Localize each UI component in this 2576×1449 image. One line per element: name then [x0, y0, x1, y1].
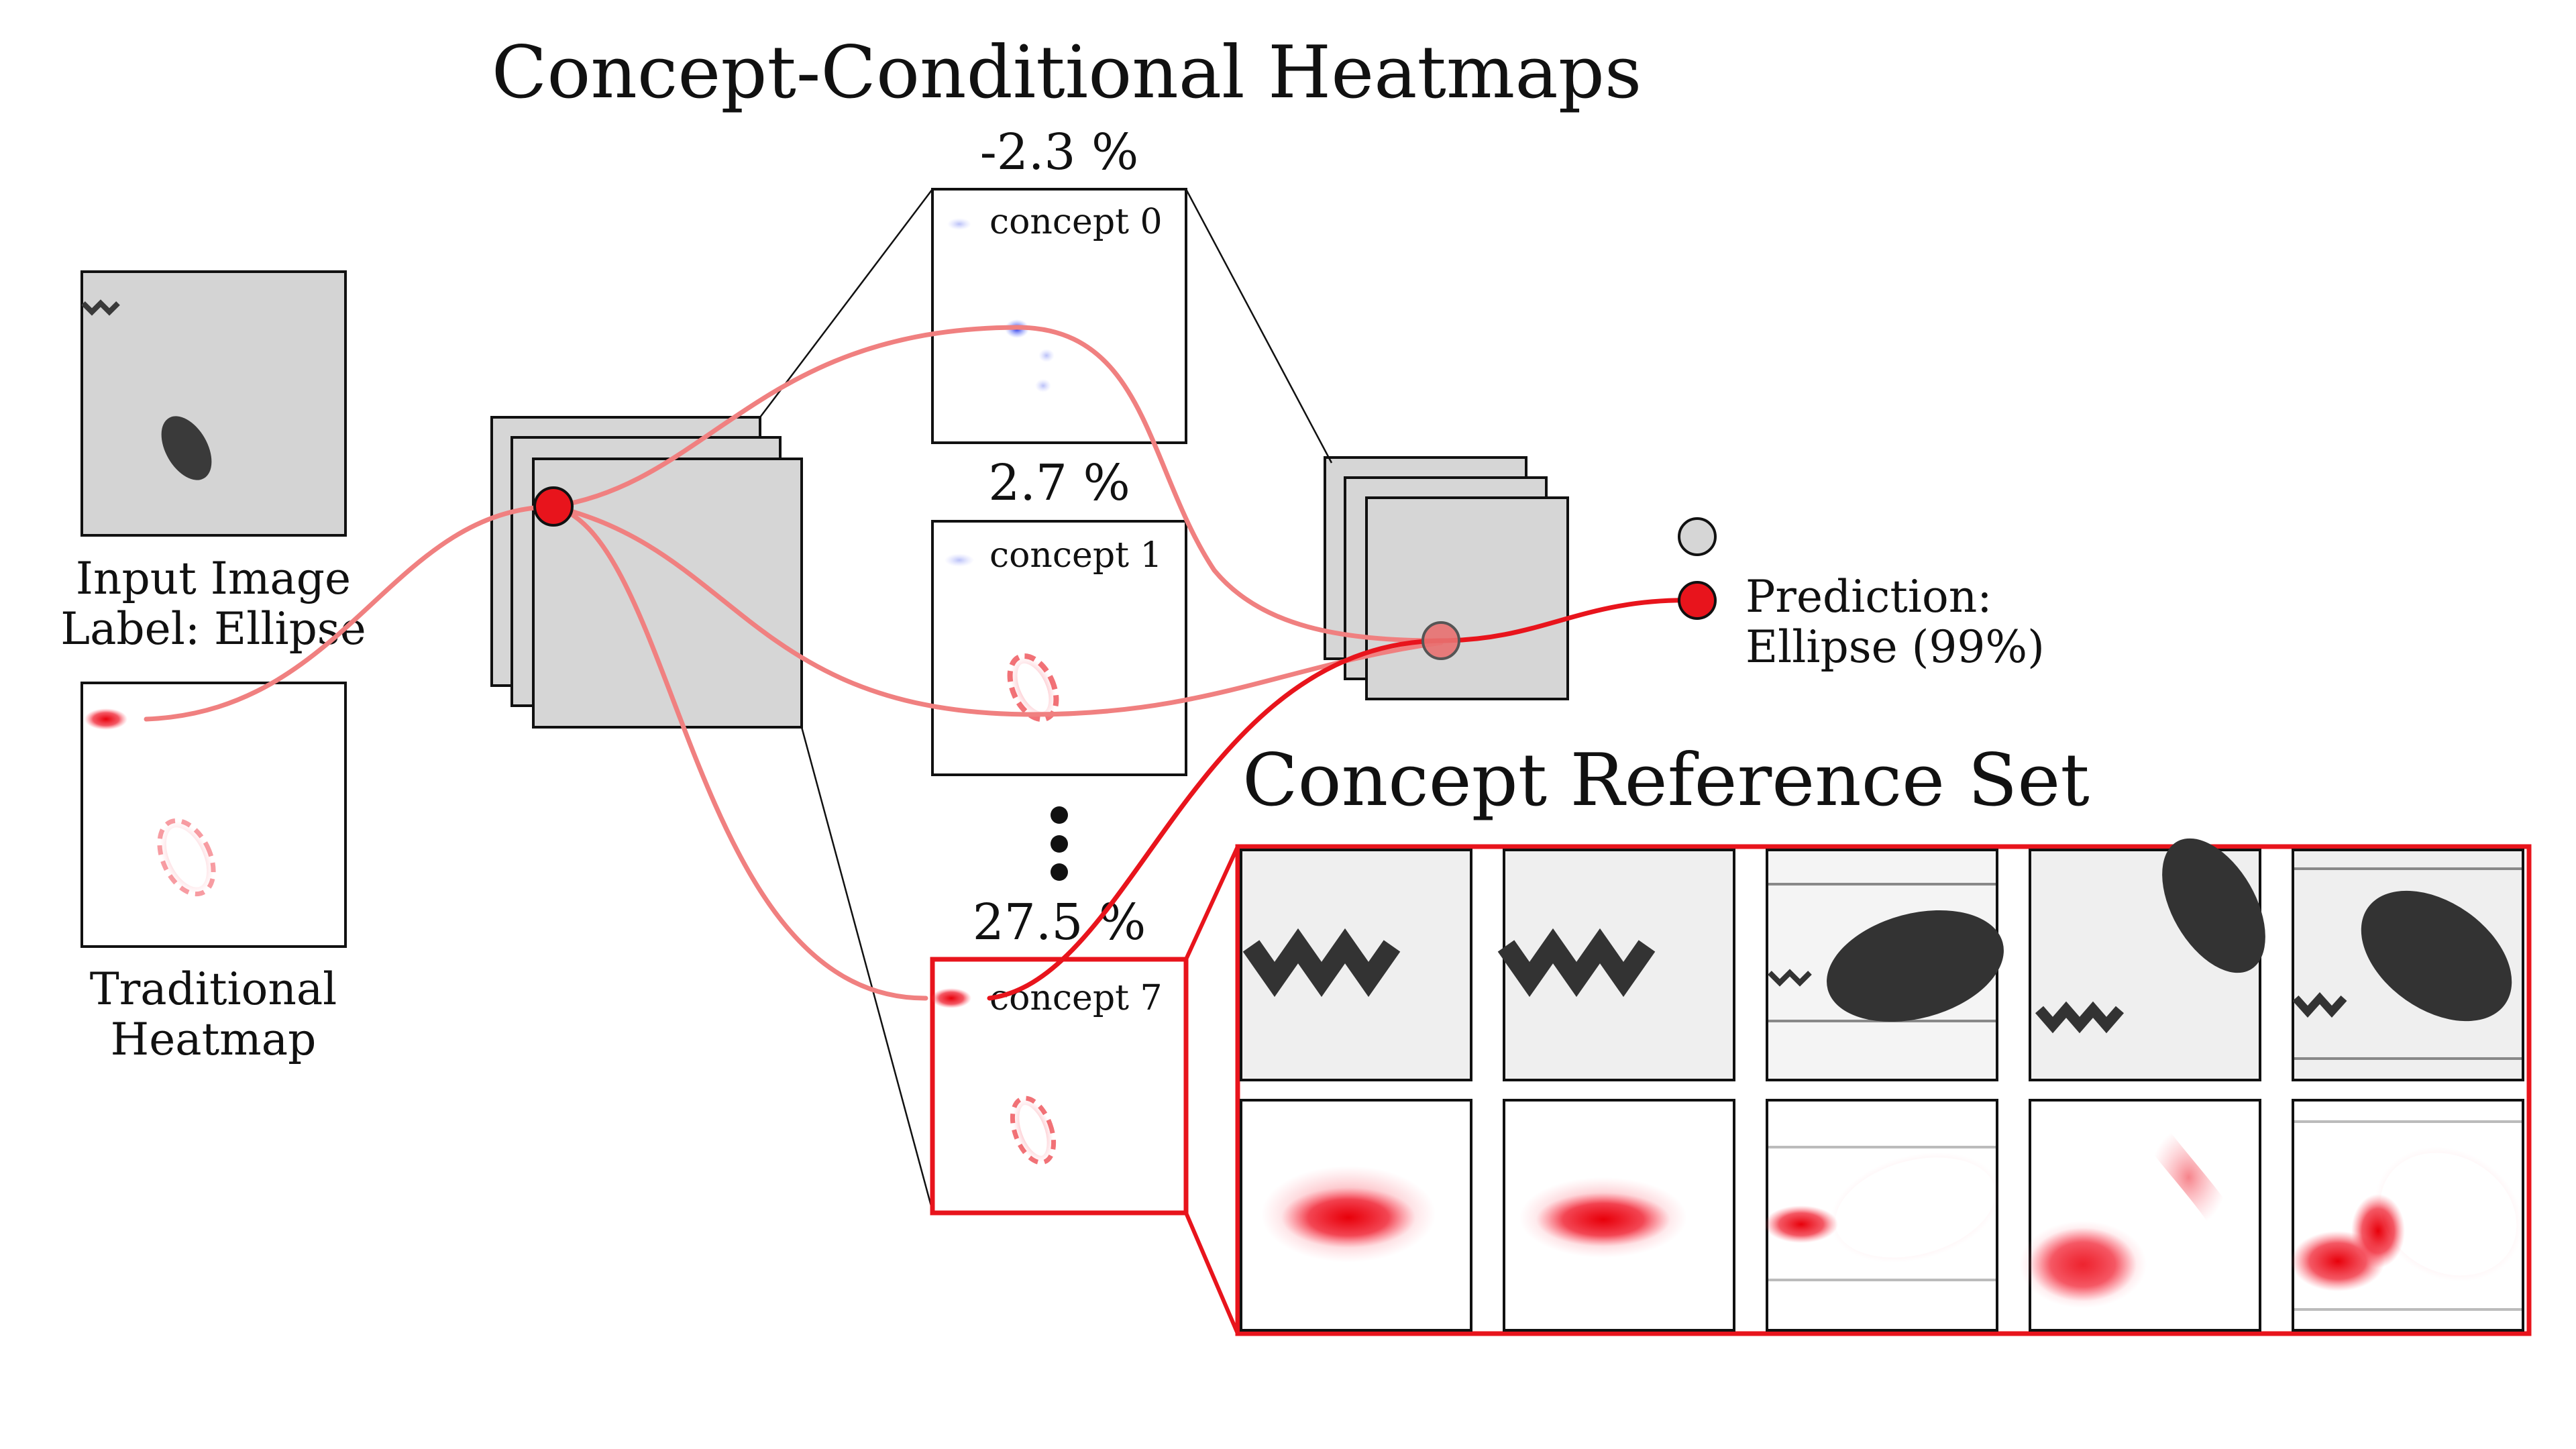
reference-image-5[interactable] — [2292, 849, 2536, 1081]
concept-0-label: concept 0 — [989, 202, 1163, 242]
reference-image-3[interactable] — [1766, 849, 2017, 1081]
class-node-ellipse[interactable] — [1678, 581, 1717, 620]
input-label-line1: Input Image — [76, 553, 351, 604]
input-image — [80, 270, 347, 537]
highlight-flows — [987, 598, 1700, 1001]
concept-panel-7[interactable] — [930, 957, 1189, 1216]
reference-heatmap-4[interactable] — [2019, 1099, 2261, 1332]
flow-output-to-prediction — [1438, 598, 1700, 643]
reference-heatmap-2[interactable] — [1503, 1099, 1735, 1332]
flow-concept-0-to-output — [1014, 325, 1444, 643]
concept-1-percent: 2.7 % — [988, 454, 1130, 512]
traditional-label-line1: Traditional — [90, 963, 337, 1015]
reference-image-1[interactable] — [1240, 849, 1472, 1081]
concept-7-label: concept 7 — [989, 978, 1163, 1018]
flow-concept-1-to-output — [1030, 640, 1444, 717]
flow-stack-to-concept-0 — [551, 325, 1020, 509]
reference-heatmap-1[interactable] — [1240, 1099, 1472, 1332]
zigzag-shape — [81, 299, 120, 316]
main-title: Concept-Conditional Heatmaps — [492, 31, 1642, 115]
projection-lines — [759, 189, 1333, 1212]
ellipse-shape — [161, 416, 212, 480]
flow-stack-to-concept-7 — [551, 504, 928, 1001]
reference-image-4[interactable] — [2029, 821, 2287, 1081]
reference-set-title: Concept Reference Set — [1242, 739, 2090, 822]
reference-heatmap-5[interactable] — [2291, 1099, 2547, 1332]
output-neuron-node[interactable] — [1421, 621, 1460, 660]
traditional-label-line2: Heatmap — [111, 1014, 317, 1065]
reference-image-2[interactable] — [1497, 849, 1735, 1081]
input-label-line2: Label: Ellipse — [60, 603, 366, 655]
reference-heatmap-3[interactable] — [1764, 1099, 2013, 1332]
feature-stack-left — [490, 416, 803, 729]
prediction-label-line1: Prediction: — [1746, 571, 1992, 623]
reference-connector-bottom — [1184, 1212, 1240, 1335]
feature-stack-right — [1324, 456, 1569, 700]
reference-connector-top — [1184, 845, 1240, 961]
more-concepts-ellipsis — [1051, 806, 1068, 881]
concept-1-label: concept 1 — [989, 535, 1163, 576]
flow-concept-7-to-output — [987, 638, 1444, 1001]
class-node-other[interactable] — [1678, 517, 1717, 556]
flow-traditional-to-stack — [144, 504, 556, 722]
concept-7-percent: 27.5 % — [973, 894, 1146, 951]
concept-0-percent: -2.3 % — [980, 123, 1139, 181]
prediction-label-line2: Ellipse (99%) — [1746, 621, 2045, 673]
concept-panel-1[interactable] — [931, 520, 1187, 776]
flow-stack-to-concept-1 — [551, 504, 1036, 717]
source-neuron-node[interactable] — [533, 486, 574, 527]
concept-panel-0[interactable] — [931, 188, 1187, 444]
relevance-flows — [144, 325, 1444, 1001]
traditional-heatmap — [80, 682, 347, 948]
